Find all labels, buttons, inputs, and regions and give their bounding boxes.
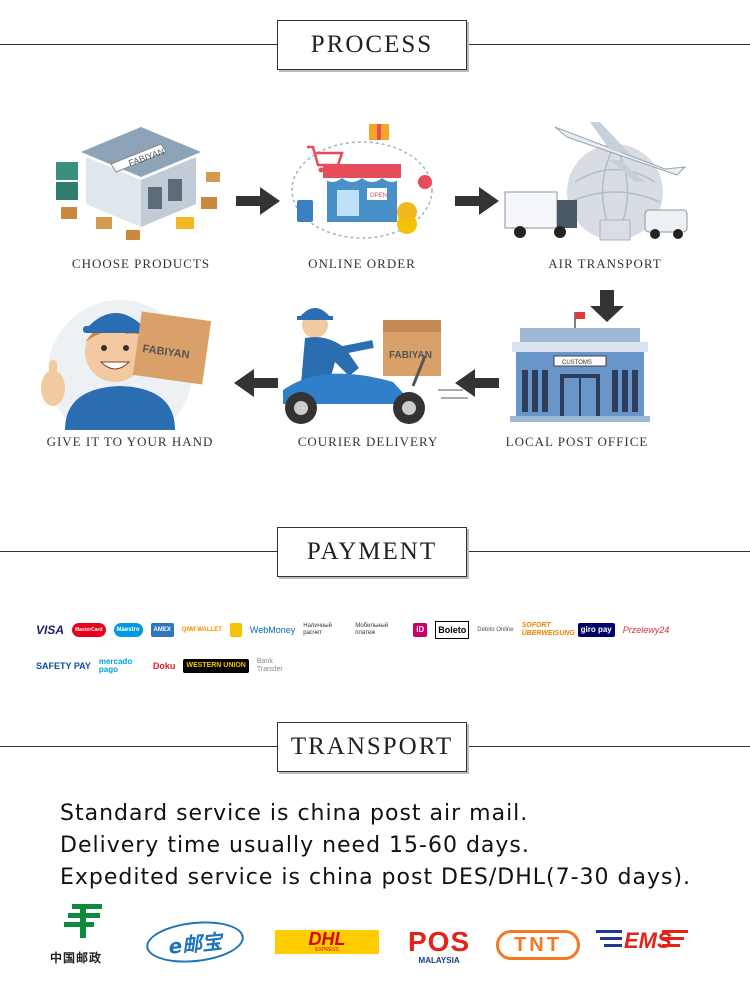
step-courier-delivery: FABIYAN COURIER DELIVERY <box>263 290 473 450</box>
svg-text:CUSTOMS: CUSTOMS <box>562 360 592 366</box>
payment-title-box: PAYMENT <box>277 527 467 577</box>
process-title: PROCESS <box>310 31 434 58</box>
payment-logos-row-2: SAFETY PAY mercado pago Doku WESTERN UNI… <box>36 657 297 675</box>
transport-header: TRANSPORT <box>0 722 750 772</box>
svg-text:FABIYAN: FABIYAN <box>389 350 432 361</box>
debito-online-logo: Debito Online <box>477 627 514 633</box>
step-label: LOCAL POST OFFICE <box>505 434 649 449</box>
przelewy24-logo: Przelewy24 <box>622 625 670 635</box>
transport-line: Standard service is china post air mail. <box>60 801 529 826</box>
arrow-left-icon <box>455 369 499 397</box>
step-label: GIVE IT TO YOUR HAND <box>46 434 214 449</box>
tnt-text: TNT <box>514 933 562 956</box>
warehouse-icon: FABIYAN <box>36 112 246 252</box>
step-online-order: OPEN ONLINE ORDER <box>257 112 467 272</box>
step-label: ONLINE ORDER <box>308 256 416 271</box>
step-air-transport: AIR TRANSPORT <box>500 112 710 272</box>
china-post-icon <box>64 904 102 938</box>
step-local-post-office: CUSTOMS LOCAL POST OFFICE <box>472 290 682 450</box>
arrow-right-icon <box>236 187 280 215</box>
maestro-logo: Maestro <box>113 621 143 639</box>
epacket-text: e邮宝 <box>167 928 224 959</box>
arrow-right-icon <box>455 187 499 215</box>
mercadopago-logo: mercado pago <box>98 657 133 674</box>
safetypay-logo: SAFETY PAY <box>36 661 91 671</box>
transport-title: TRANSPORT <box>290 733 454 760</box>
online-shop-icon: OPEN <box>257 112 467 252</box>
giropay-logo: giro pay <box>577 621 615 639</box>
process-header: PROCESS <box>0 20 750 70</box>
bank-transfer-logo: Bank Transfer <box>256 658 283 673</box>
step-label: COURIER DELIVERY <box>297 434 439 449</box>
dhl-express-text: EXPRESS <box>315 947 339 953</box>
china-post-logo: 中国邮政 <box>50 900 120 966</box>
pos-text: POS <box>408 926 471 957</box>
yandex-money-logo <box>229 621 242 639</box>
dhl-logo: DHL EXPRESS <box>275 930 379 954</box>
customs-building-icon: CUSTOMS <box>472 290 682 430</box>
amex-logo: AMEX <box>150 621 174 639</box>
airplane-truck-icon <box>500 112 710 252</box>
transport-line: Delivery time usually need 15-60 days. <box>60 833 530 858</box>
transport-line: Expedited service is china post DES/DHL(… <box>60 865 692 890</box>
payment-header: PAYMENT <box>0 527 750 577</box>
pos-malaysia-logo: POS MALAYSIA <box>408 926 471 966</box>
china-post-text: 中国邮政 <box>50 951 103 965</box>
process-title-box: PROCESS <box>277 20 467 70</box>
transport-title-box: TRANSPORT <box>277 722 467 772</box>
scooter-courier-icon: FABIYAN <box>263 290 473 430</box>
pos-malaysia-text: MALAYSIA <box>418 956 460 965</box>
boleto-logo: Boleto <box>435 621 470 639</box>
arrow-left-icon <box>234 369 278 397</box>
qiwi-logo: QIWI WALLET <box>181 626 222 633</box>
doku-logo: Doku <box>152 661 176 671</box>
mastercard-logo: MasterCard <box>72 621 106 639</box>
dhl-text: DHL <box>308 929 346 949</box>
happy-receiver-icon: FABIYAN <box>25 290 235 444</box>
epacket-logo: e邮宝 <box>144 916 246 968</box>
step-label: CHOOSE PRODUCTS <box>71 256 211 271</box>
transport-description: Standard service is china post air mail.… <box>60 798 691 894</box>
ems-stripes-icon <box>596 930 688 947</box>
webmoney-logo: WebMoney <box>249 625 296 635</box>
payment-logos-row-1: VISA MasterCard Maestro AMEX QIWI WALLET… <box>36 621 669 639</box>
western-union-logo: WESTERN UNION <box>183 657 249 675</box>
cash-payment-logo: Наличный расчет <box>303 623 332 636</box>
ems-text: EMS <box>624 928 672 953</box>
mobile-payment-logo: Мобильный платеж <box>355 623 389 636</box>
payment-title: PAYMENT <box>306 538 438 565</box>
ems-logo: EMS <box>596 926 688 956</box>
sofort-logo: SOFORT ÜBERWEISUNG <box>521 622 575 637</box>
visa-logo: VISA <box>36 623 65 637</box>
step-give-to-hand: FABIYAN GIVE IT TO YOUR HAND <box>25 290 235 450</box>
step-choose-products: FABIYAN CHOOSE PRODUCTS <box>36 112 246 272</box>
svg-text:OPEN: OPEN <box>370 193 387 199</box>
carrier-logos: 中国邮政 e邮宝 DHL EXPRESS POS MALAYSIA TNT EM… <box>0 900 750 980</box>
ideal-logo: iD <box>413 621 428 639</box>
step-label: AIR TRANSPORT <box>548 256 662 271</box>
tnt-logo: TNT <box>496 930 580 960</box>
